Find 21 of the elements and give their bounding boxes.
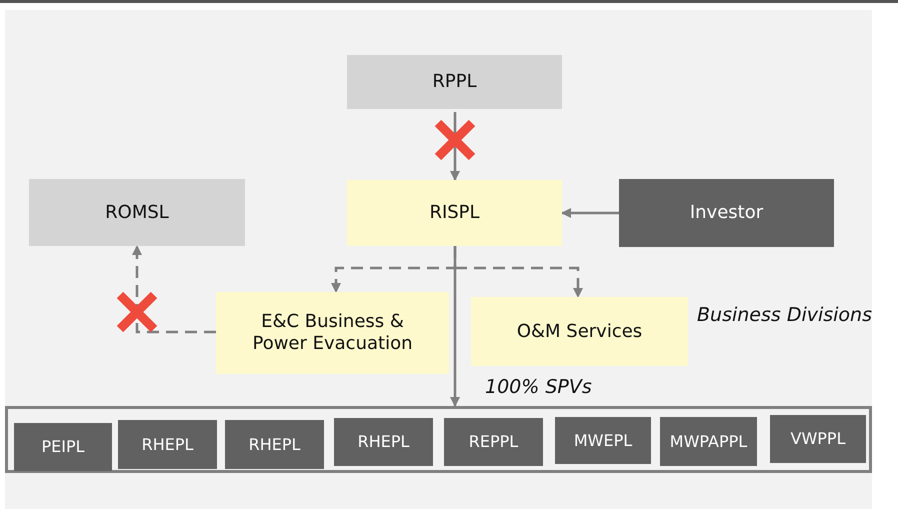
group-frame <box>5 406 872 473</box>
entity-box: RPPL <box>347 55 562 109</box>
spv-box: MWEPL <box>555 417 651 464</box>
spv-box: VWPPL <box>770 415 866 463</box>
edge-label: 100% SPVs <box>485 376 592 398</box>
arrow <box>450 246 460 407</box>
arrow <box>561 208 619 218</box>
dashed-arrow <box>455 266 583 298</box>
spv-box: RHEPL <box>334 418 433 466</box>
entity-box: ROMSL <box>29 179 245 246</box>
section-label: Business Divisions <box>697 304 872 326</box>
investor-box: Investor <box>619 179 834 247</box>
dashed-arrow <box>132 245 216 334</box>
division-box: RISPL <box>347 180 562 246</box>
division-box: E&C Business & Power Evacuation <box>216 292 449 374</box>
division-box: O&M Services <box>471 297 688 366</box>
spv-box: RHEPL <box>118 420 217 469</box>
spv-box: MWPAPPL <box>660 417 757 466</box>
spv-box: PEIPL <box>14 423 112 471</box>
spv-box: REPPL <box>444 418 543 466</box>
spv-box: RHEPL <box>225 420 324 469</box>
